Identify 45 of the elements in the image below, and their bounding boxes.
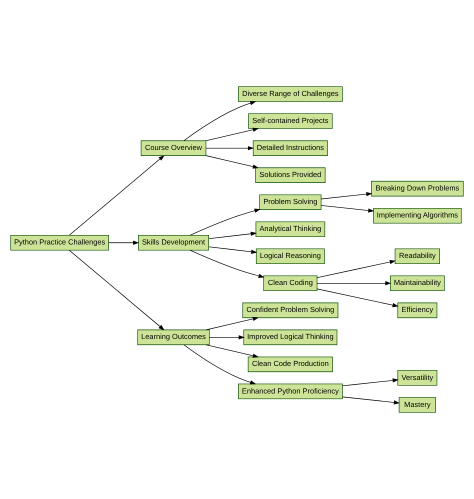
node-box: Clean Code Production (248, 356, 333, 372)
arrow (316, 288, 399, 308)
arrow (206, 128, 259, 142)
node-box: Readability (394, 248, 440, 264)
arrow (208, 246, 258, 254)
node-box: Diverse Range of Challenges (238, 86, 343, 102)
node-box: Learning Outcomes (137, 330, 210, 346)
arrow (184, 101, 256, 142)
node-box: Course Overview (140, 140, 206, 156)
node-box: Versatility (397, 370, 438, 386)
arrow (206, 146, 254, 150)
arrow (190, 250, 265, 278)
arrow (206, 344, 259, 358)
arrow (208, 232, 257, 240)
node-box: Maintainability (390, 276, 445, 292)
node-box: Confident Problem Solving (242, 302, 338, 318)
arrow (316, 260, 396, 278)
node-box: Python Practice Challenges (10, 234, 109, 251)
node-box: Skills Development (138, 234, 209, 251)
node-box: Analytical Thinking (256, 221, 326, 237)
arrow (206, 155, 259, 169)
arrow (69, 155, 165, 236)
arrow (342, 378, 399, 386)
node-box: Enhanced Python Proficiency (238, 384, 343, 400)
node-box: Breaking Down Problems (371, 180, 464, 196)
node-box: Logical Reasoning (256, 248, 325, 264)
arrow (316, 281, 392, 286)
node-box: Mastery (398, 397, 436, 413)
arrow (206, 316, 259, 330)
arrow (190, 208, 261, 236)
arrow (69, 250, 165, 330)
arrow (320, 192, 372, 200)
arrow (108, 240, 140, 245)
arrow (342, 396, 400, 405)
arrow (184, 344, 256, 384)
node-box: Self-contained Projects (248, 113, 333, 129)
node-box: Efficiency (397, 302, 438, 318)
arrow (209, 335, 245, 340)
node-box: Problem Solving (259, 194, 322, 210)
node-box: Improved Logical Thinking (243, 330, 338, 346)
node-box: Detailed Instructions (252, 140, 328, 156)
arrow (320, 205, 374, 213)
node-box: Implementing Algorithms (373, 208, 462, 224)
node-box: Solutions Provided (255, 167, 326, 183)
node-box: Clean Coding (263, 276, 318, 292)
